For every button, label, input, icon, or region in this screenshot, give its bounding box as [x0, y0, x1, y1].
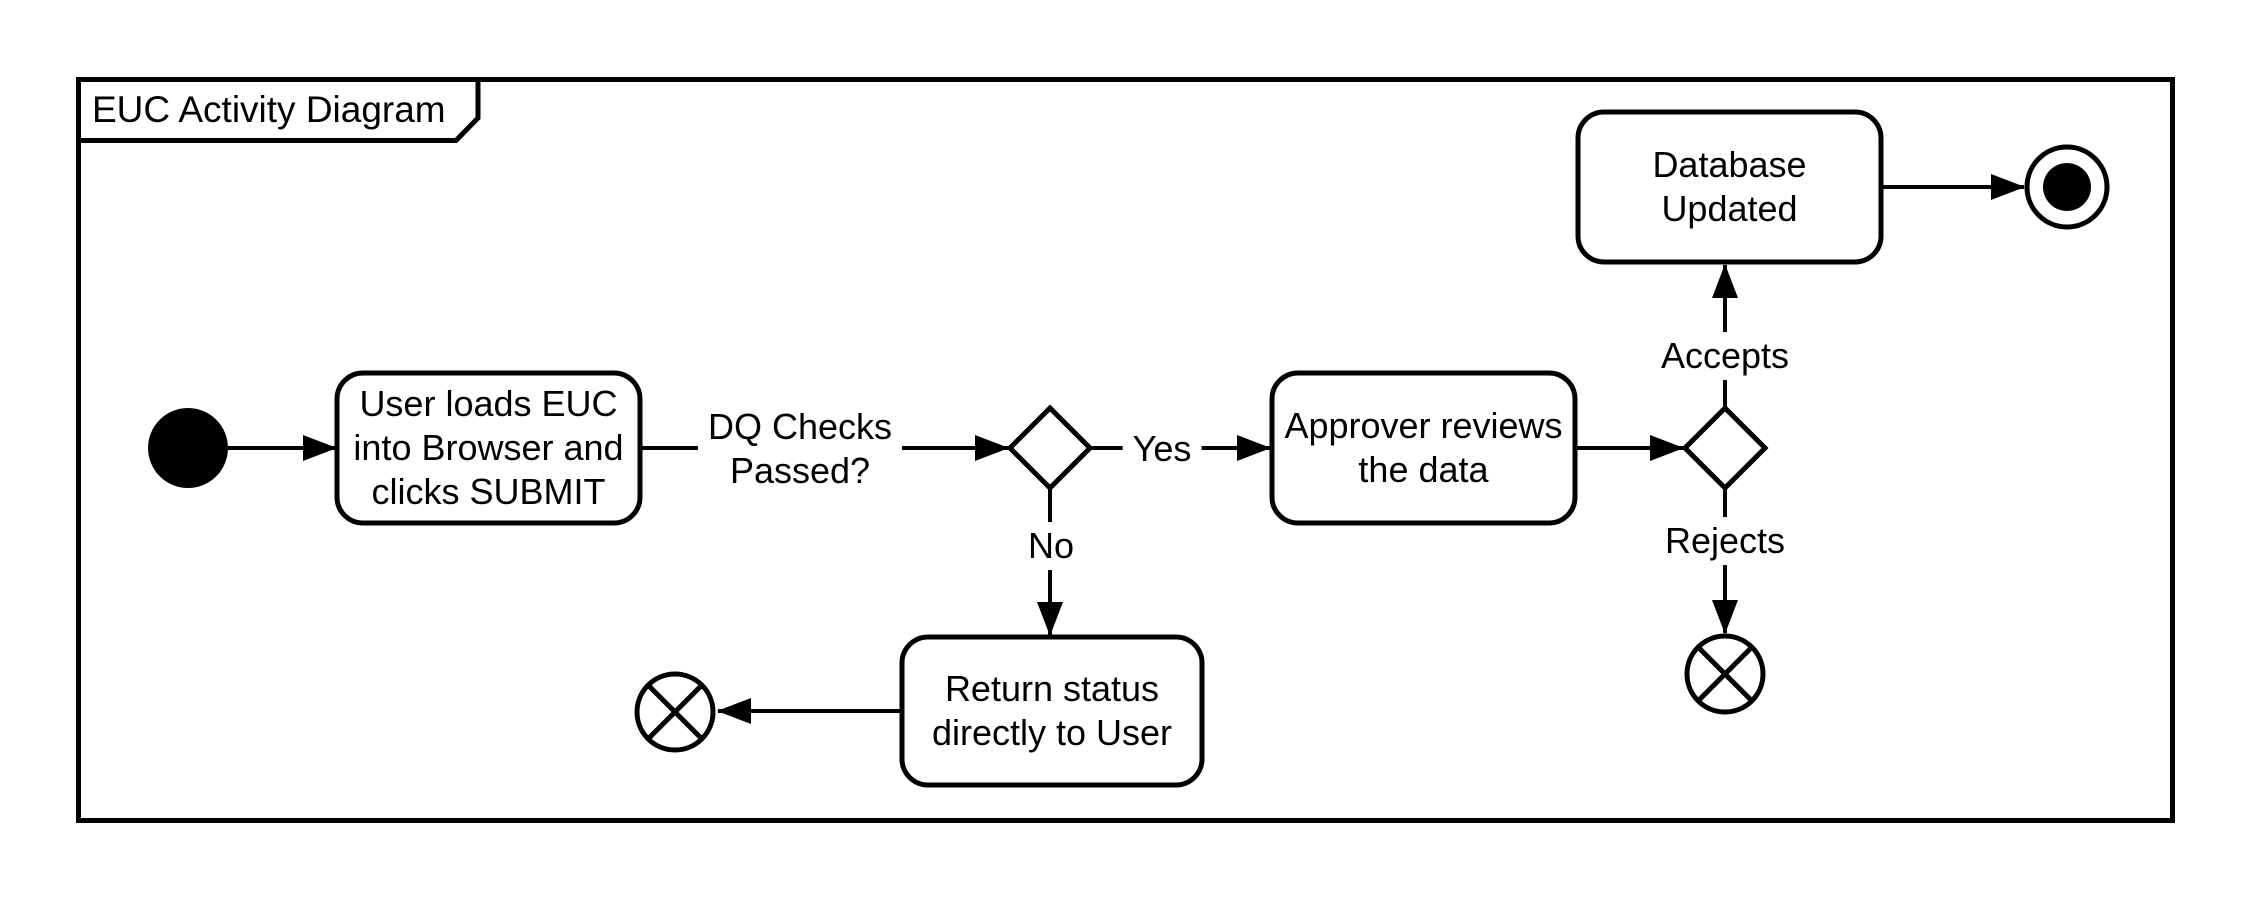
activity-return-status-label: Return status directly to User [931, 668, 1173, 753]
edge-label-rejects: Rejects [1654, 517, 1796, 565]
flow-final-left [634, 671, 716, 753]
activity-approver-reviews-shape [1269, 370, 1578, 526]
frame-title-text: EUC Activity Diagram [92, 89, 446, 130]
edge-label-dq-checks-passed: DQ Checks Passed? [697, 403, 903, 495]
edge-label-no: No [1017, 522, 1085, 570]
activity-approver-reviews-label: Approver reviews the data [1284, 405, 1563, 490]
flow-final-right [1684, 633, 1766, 715]
initial-node [148, 408, 228, 488]
activity-database-updated-label: Database Updated [1652, 144, 1807, 229]
decision-dq-diamond [1006, 404, 1094, 492]
activity-user-loads-shape [334, 370, 643, 526]
edge-label-yes: Yes [1122, 425, 1202, 473]
frame-border [76, 77, 2175, 823]
decision-approver-diamond [1681, 404, 1769, 492]
edge-label-accepts: Accepts [1650, 332, 1800, 380]
frame-title-tab [76, 77, 481, 143]
activity-database-updated-shape [1575, 109, 1884, 265]
activity-user-loads-label: User loads EUC into Browser and clicks S… [353, 383, 624, 512]
activity-final-node [2024, 144, 2110, 230]
activity-return-status-shape [899, 634, 1205, 788]
